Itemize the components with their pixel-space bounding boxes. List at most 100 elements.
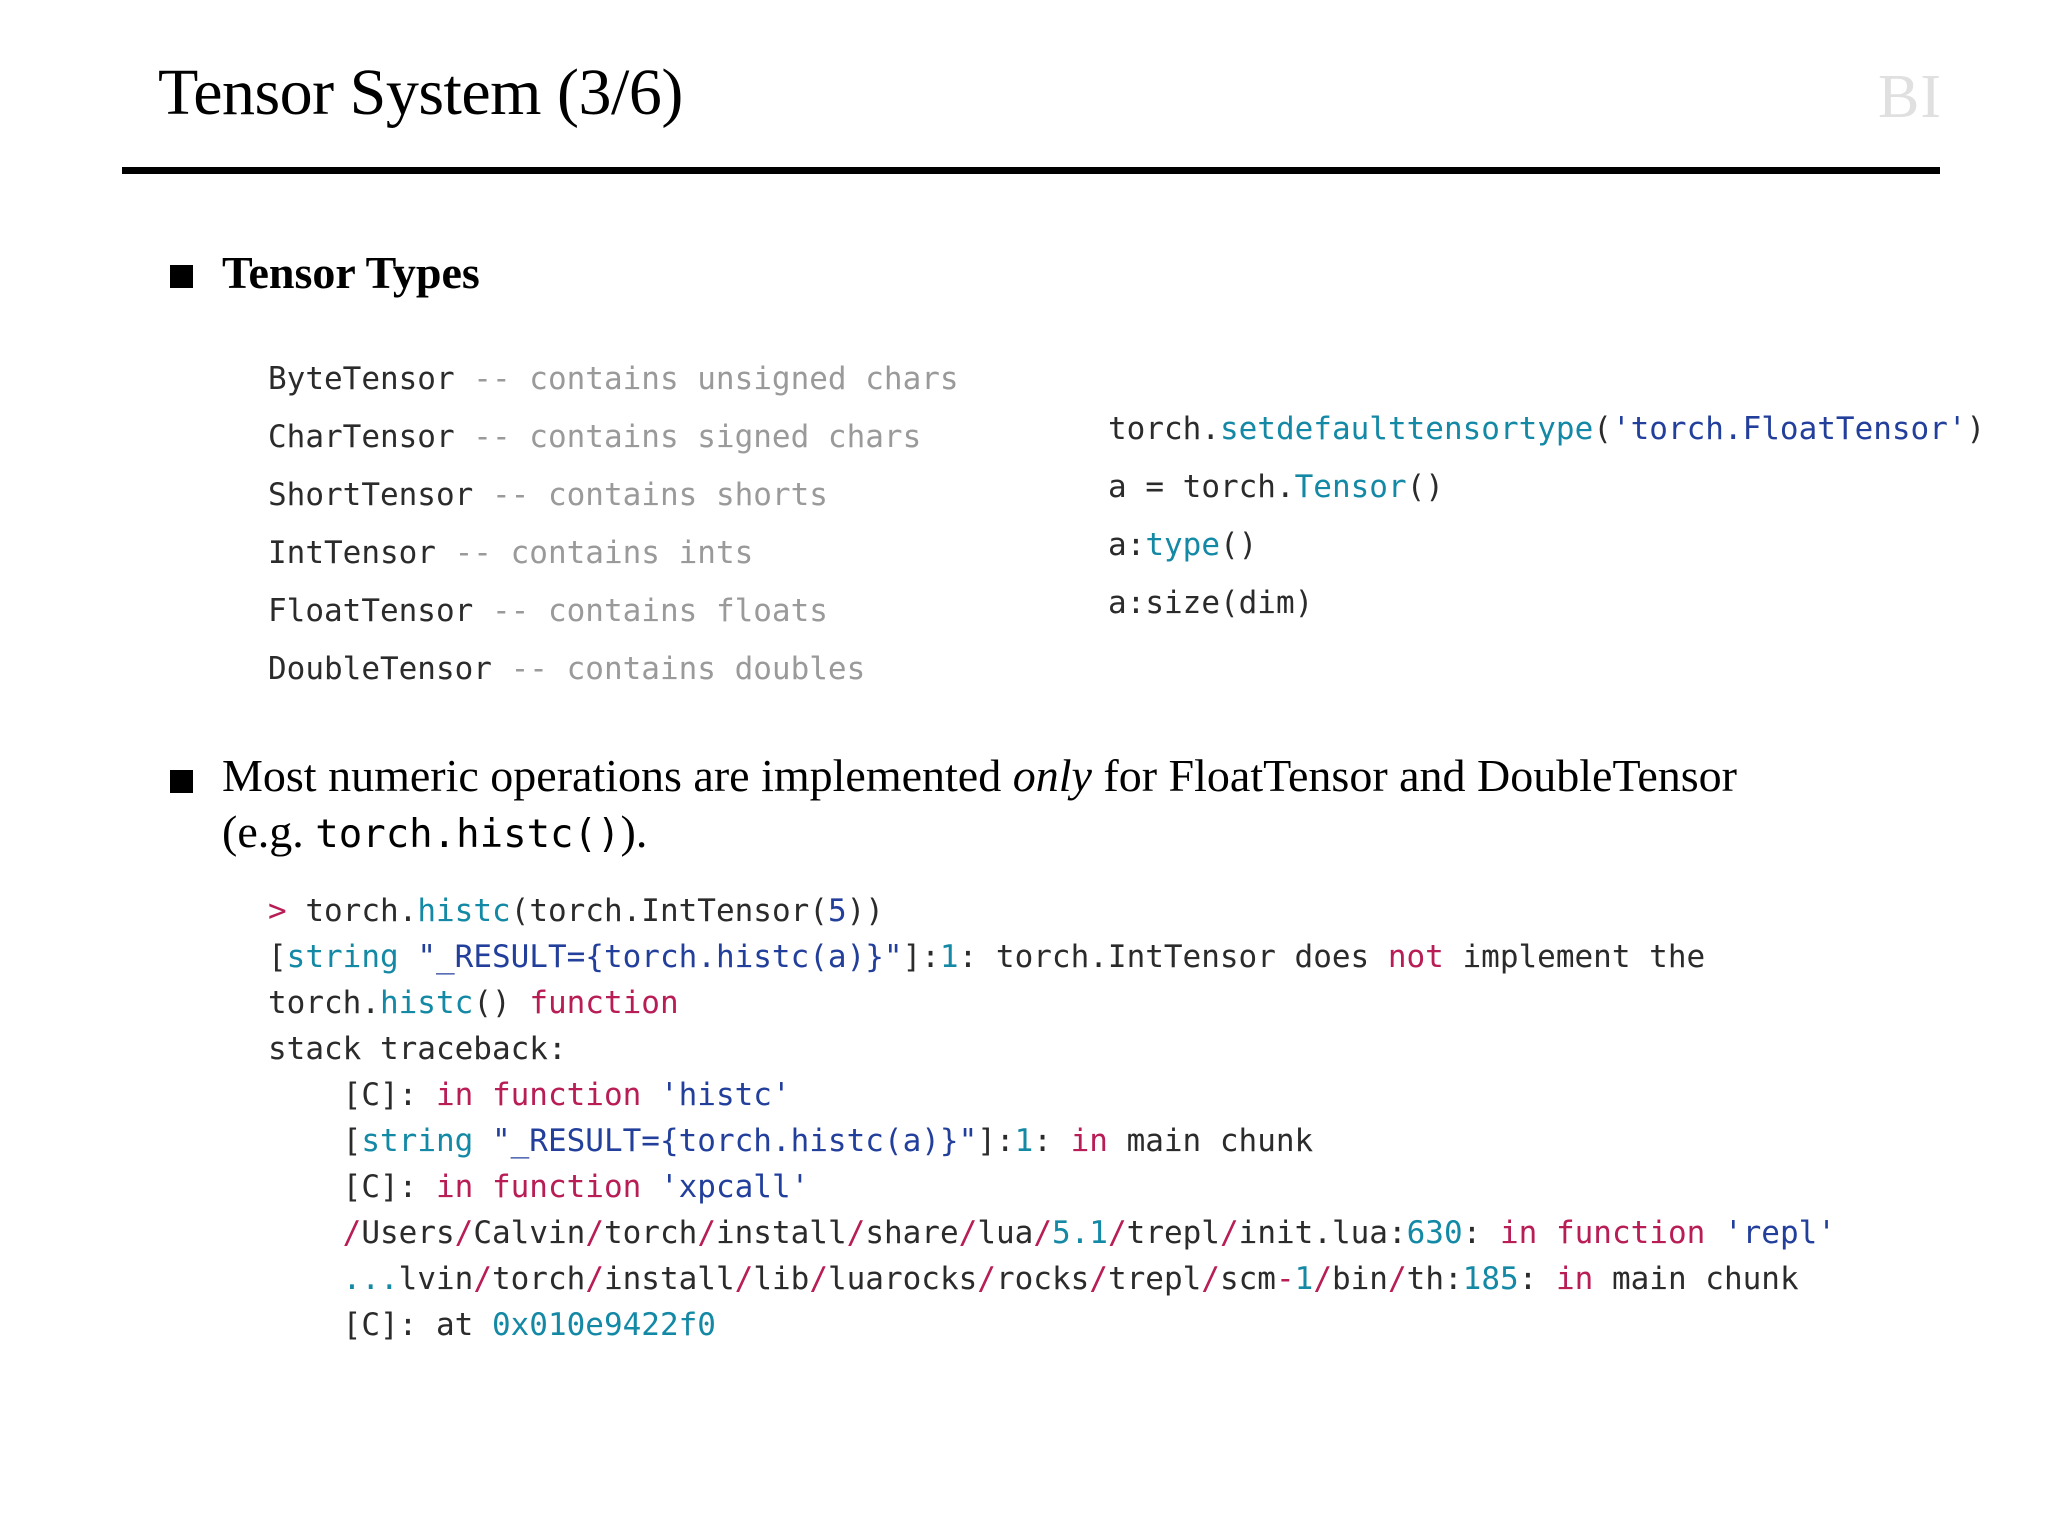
api-line-tensor-ctor: a = torch.Tensor() (1108, 458, 1985, 516)
code-token-function: Tensor (1294, 469, 1407, 505)
tensor-type-row: ShortTensor -- contains shorts (268, 466, 959, 524)
frame-token: torch (491, 1261, 586, 1297)
tensor-type-name: IntTensor (268, 535, 436, 571)
frame-token: 1 (1014, 1123, 1034, 1159)
frame-token (641, 1077, 660, 1113)
frame-token: / (977, 1261, 996, 1297)
frame-token: / (1033, 1215, 1052, 1251)
code-token-paren: () (1219, 527, 1258, 563)
frame-token: install (715, 1215, 847, 1251)
frame-token: bin (1331, 1261, 1388, 1297)
traceback-error-line-2: torch.histc() function (268, 980, 1836, 1026)
traceback-frame: [C]: in function 'xpcall' (268, 1164, 1836, 1210)
frame-token: string (361, 1123, 474, 1159)
bullet-paragraph-numeric-ops: Most numeric operations are implemented … (222, 748, 1742, 863)
code-token-bracket: ]: (902, 939, 940, 975)
traceback-frame: [string "_RESULT={torch.histc(a)}"]:1: i… (268, 1118, 1836, 1164)
frame-token: lvin (398, 1261, 474, 1297)
frame-token: / (1387, 1261, 1407, 1297)
traceback-frame: [C]: in function 'histc' (268, 1072, 1836, 1118)
frame-token: scm (1219, 1261, 1276, 1297)
brand-logo: BI (1878, 63, 1942, 131)
code-token-torch: torch. (268, 985, 380, 1021)
code-token-message: : torch.IntTensor does (958, 939, 1388, 975)
frame-token: 0x010e9422f0 (491, 1307, 716, 1343)
traceback-stack-header: stack traceback: (268, 1026, 1836, 1072)
frame-token: [C]: at (342, 1307, 492, 1343)
bullet2-part3: ). (620, 806, 648, 857)
frame-token: in function (435, 1077, 642, 1113)
frame-token: / (473, 1261, 492, 1297)
code-token-paren: )) (846, 893, 884, 929)
frame-token: [ (342, 1123, 362, 1159)
frame-token: in (1070, 1123, 1108, 1159)
tensor-type-comment: contains floats (547, 593, 828, 629)
code-token-bracket: [ (268, 939, 287, 975)
code-token-call: a:size(dim) (1108, 585, 1314, 621)
tensor-type-separator: -- (435, 535, 511, 571)
tensor-type-row: CharTensor -- contains signed chars (268, 408, 959, 466)
code-token-message: implement the (1443, 939, 1706, 975)
frame-token: / (697, 1215, 716, 1251)
tensor-type-comment: contains ints (510, 535, 754, 571)
frame-token: share (865, 1215, 959, 1251)
traceback-frame: ...lvin/torch/install/lib/luarocks/rocks… (268, 1256, 1836, 1302)
tensor-type-row: ByteTensor -- contains unsigned chars (268, 350, 959, 408)
frame-token: 630 (1406, 1215, 1463, 1251)
frame-token: in (1555, 1261, 1594, 1297)
tensor-type-comment: contains doubles (566, 651, 866, 687)
code-token-number: 1 (939, 939, 959, 975)
frame-token: / (454, 1215, 474, 1251)
frame-indent (268, 1077, 343, 1113)
frame-token: luarocks (827, 1261, 978, 1297)
code-token-number: 5 (827, 893, 847, 929)
tensor-type-name: DoubleTensor (268, 651, 492, 687)
frame-token: lib (753, 1261, 810, 1297)
tensor-type-comment: contains signed chars (529, 419, 922, 455)
frame-token: Calvin (473, 1215, 586, 1251)
bullet2-mono-call: torch.histc() (315, 812, 621, 857)
bullet-square-icon (170, 265, 193, 288)
code-token-function: setdefaulttensortype (1219, 411, 1594, 447)
traceback-frame: /Users/Calvin/torch/install/share/lua/5.… (268, 1210, 1836, 1256)
tensor-type-separator: -- (454, 419, 530, 455)
tensor-type-name: FloatTensor (268, 593, 474, 629)
frame-token (473, 1123, 492, 1159)
frame-token (641, 1169, 660, 1205)
frame-token: 'repl' (1723, 1215, 1836, 1251)
frame-token: main chunk (1593, 1261, 1799, 1297)
frame-token: / (1107, 1215, 1127, 1251)
code-token-torch: torch. (1108, 411, 1220, 447)
frame-token: : (1462, 1215, 1500, 1251)
frame-indent (268, 1307, 343, 1343)
title-divider (122, 167, 1940, 174)
tensor-type-separator: -- (454, 361, 530, 397)
frame-token: rocks (995, 1261, 1090, 1297)
frame-token: / (585, 1215, 604, 1251)
code-token-assign: a = torch. (1108, 469, 1295, 505)
traceback-command-line: > torch.histc(torch.IntTensor(5)) (268, 888, 1836, 934)
bullet-heading-tensor-types: Tensor Types (222, 247, 480, 298)
frame-token: 1 (1294, 1261, 1314, 1297)
frame-token: install (603, 1261, 735, 1297)
prompt-icon: > (268, 893, 287, 929)
frame-token: 'histc' (659, 1077, 791, 1113)
frame-token: main chunk (1107, 1123, 1314, 1159)
frame-token: : (1033, 1123, 1071, 1159)
frame-token: init.lua: (1238, 1215, 1407, 1251)
tensor-type-name: CharTensor (268, 419, 455, 455)
code-token-keyword-function: function (529, 985, 679, 1021)
frame-token: / (846, 1215, 866, 1251)
code-token-keyword-not: not (1387, 939, 1444, 975)
frame-token: [C]: (342, 1169, 436, 1205)
frame-token: trepl (1126, 1215, 1220, 1251)
code-token-paren: () (1406, 469, 1444, 505)
code-token-receiver: a: (1108, 527, 1146, 563)
code-token-paren: () (473, 985, 530, 1021)
frame-token: / (734, 1261, 754, 1297)
frame-token: torch (603, 1215, 698, 1251)
frame-token: - (1275, 1261, 1295, 1297)
page-title: Tensor System (3/6) (158, 56, 683, 129)
frame-token: / (585, 1261, 604, 1297)
